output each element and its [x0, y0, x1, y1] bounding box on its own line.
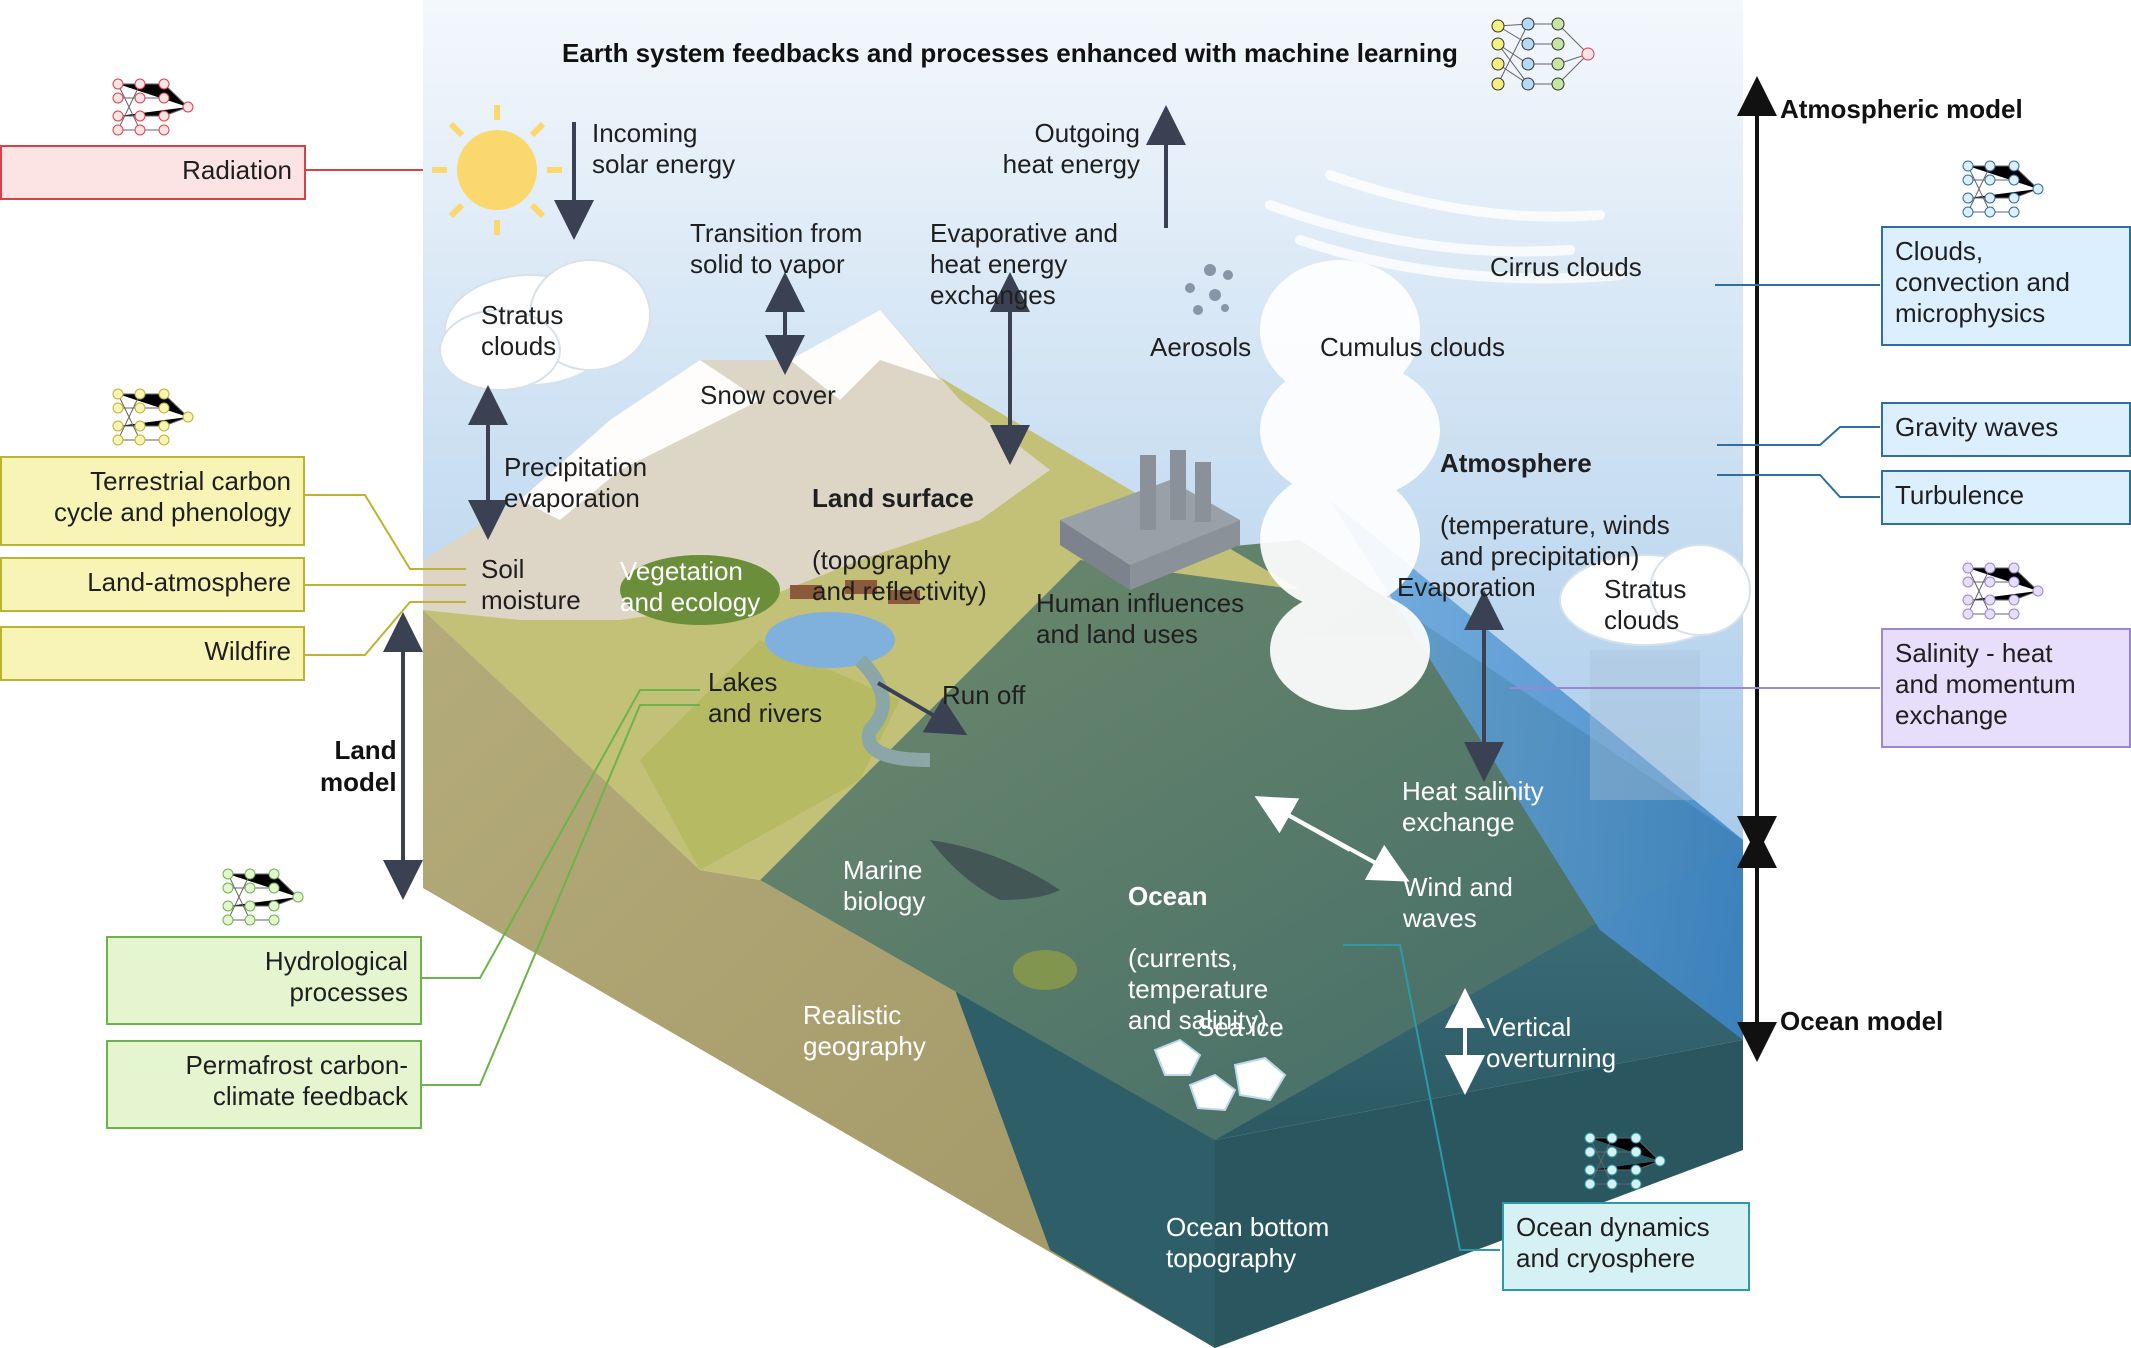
sun-icon — [432, 105, 562, 235]
human-label: Human influences and land uses — [1036, 588, 1245, 649]
aerosols-label: Aerosols — [1150, 332, 1252, 362]
rain-streaks — [1590, 650, 1700, 800]
wildfire-box: Wildfire — [0, 626, 305, 681]
realistic-label: Realistic geography — [803, 1000, 926, 1061]
clouds-box: Clouds, convection and microphysics — [1881, 226, 2131, 346]
vegetation-bush — [620, 555, 780, 625]
connector-lines — [303, 169, 1880, 1251]
sea-ice-label: Sea ice — [1197, 1012, 1284, 1042]
atmosphere-label: Atmosphere (temperature, winds and preci… — [1440, 417, 1670, 572]
wind-waves-label: Wind and waves — [1403, 872, 1513, 933]
river — [854, 655, 931, 767]
precipitation-label: Precipitation evaporation — [504, 452, 648, 513]
shark-icon — [930, 840, 1060, 900]
factory-icon — [1060, 450, 1240, 590]
turbulence-box: Turbulence — [1881, 470, 2131, 525]
ocean-right-side — [1215, 1040, 1743, 1348]
marine-label: Marine biology — [843, 855, 926, 916]
stratus-right-label: Stratus clouds — [1604, 574, 1687, 635]
land-surface-label: Land surface (topography and reflectivit… — [812, 452, 987, 607]
runoff-label: Run off — [942, 680, 1026, 710]
terrestrial-carbon-box: Terrestrial carbon cycle and phenology — [0, 456, 305, 546]
land-model-label: Land model — [320, 735, 397, 797]
snow-cover-label: Snow cover — [700, 380, 836, 410]
neural-network-icon — [1962, 160, 2044, 218]
neural-network-icon — [112, 388, 194, 446]
ocean-title: Ocean — [1128, 881, 1208, 911]
hydrological-box: Hydrological processes — [106, 936, 422, 1025]
neural-network-icon — [222, 868, 304, 926]
evaporation-label: Evaporation — [1397, 572, 1536, 602]
vertical-label: Vertical overturning — [1486, 1012, 1617, 1073]
lakes-label: Lakes and rivers — [708, 667, 823, 728]
green-lowland — [640, 640, 900, 870]
evaporative-label: Evaporative and heat energy exchanges — [930, 218, 1118, 310]
land-block-side — [423, 610, 1215, 1348]
atmosphere-title: Atmosphere — [1440, 448, 1592, 478]
cirrus-streaks — [1265, 170, 1625, 284]
ocean-wedge — [1330, 500, 1743, 1040]
heat-salinity-label: Heat salinity exchange — [1402, 776, 1544, 837]
deer-icon — [790, 580, 920, 604]
atmospheric-model-label: Atmospheric model — [1780, 94, 2023, 124]
ocean-bottom-label: Ocean bottom topography — [1166, 1212, 1330, 1273]
cumulus-label: Cumulus clouds — [1320, 332, 1505, 362]
snow-caps-2 — [790, 310, 940, 400]
land-atmosphere-box: Land-atmosphere — [0, 557, 305, 612]
land-surface-title: Land surface — [812, 483, 974, 513]
neural-network-icon — [1584, 1132, 1666, 1190]
transition-label: Transition from solid to vapor — [690, 218, 863, 279]
permafrost-box: Permafrost carbon- climate feedback — [106, 1040, 422, 1129]
outgoing-heat-label: Outgoing heat energy — [1002, 118, 1140, 179]
neural-network-icon — [1962, 562, 2044, 620]
snow-caps — [520, 360, 760, 520]
ocean-detail: (currents, temperature and salinity) — [1128, 943, 1269, 1035]
lake — [765, 612, 895, 668]
neural-network-icon — [112, 78, 194, 136]
turtle-icon — [1013, 950, 1077, 990]
soil-moisture-label: Soil moisture — [481, 554, 581, 615]
stratus-cloud-right — [1559, 544, 1751, 646]
land-surface-detail: (topography and reflectivity) — [812, 545, 987, 606]
stratus-left-label: Stratus clouds — [481, 300, 564, 361]
ocean-model-label: Ocean model — [1780, 1006, 1944, 1036]
scene-arrows — [383, 105, 1504, 900]
neural-network-icon — [1491, 17, 1595, 91]
incoming-solar-label: Incoming solar energy — [592, 118, 736, 179]
vegetation-label: Vegetation and ecology — [620, 556, 761, 617]
radiation-box: Radiation — [0, 145, 306, 200]
cloud-icon — [439, 259, 651, 391]
aerosol-dots — [1185, 264, 1233, 315]
sea-ice-icon — [1153, 1038, 1287, 1112]
atmosphere-detail: (temperature, winds and precipitation) — [1440, 510, 1670, 571]
white-arrows — [1254, 796, 1485, 1095]
cirrus-label: Cirrus clouds — [1490, 252, 1642, 282]
ocean-front-lower — [955, 990, 1215, 1348]
cumulus-cloud — [1260, 260, 1440, 710]
ocean-label: Ocean (currents, temperature and salinit… — [1128, 850, 1268, 1036]
salinity-box: Salinity - heat and momentum exchange — [1881, 628, 2131, 748]
mountains — [423, 310, 1050, 620]
diagram-title: Earth system feedbacks and processes enh… — [562, 38, 1458, 68]
ocean-dynamics-box: Ocean dynamics and cryosphere — [1502, 1202, 1750, 1291]
gravity-waves-box: Gravity waves — [1881, 402, 2131, 457]
